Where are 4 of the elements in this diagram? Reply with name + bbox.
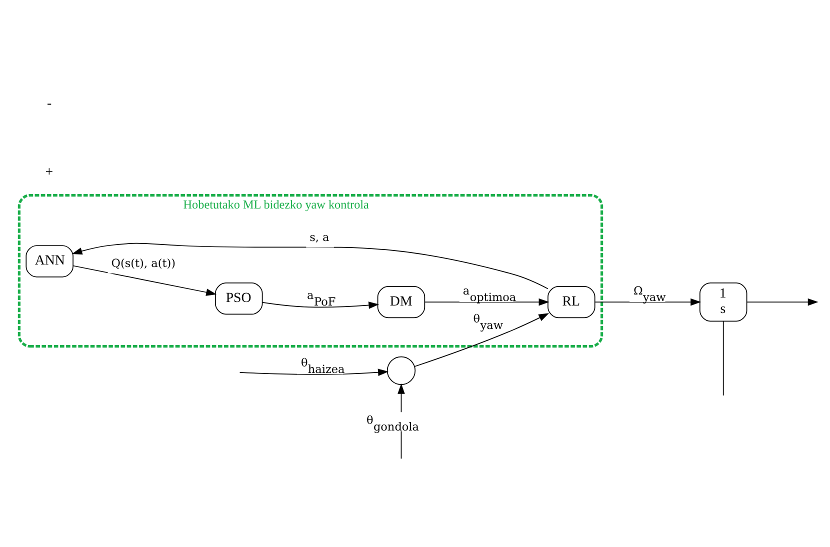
label: -: [46, 96, 52, 111]
edge-label: Q(s(t), a(t)): [111, 256, 176, 270]
label: +: [45, 164, 54, 180]
edge-label: s, a: [310, 230, 330, 244]
